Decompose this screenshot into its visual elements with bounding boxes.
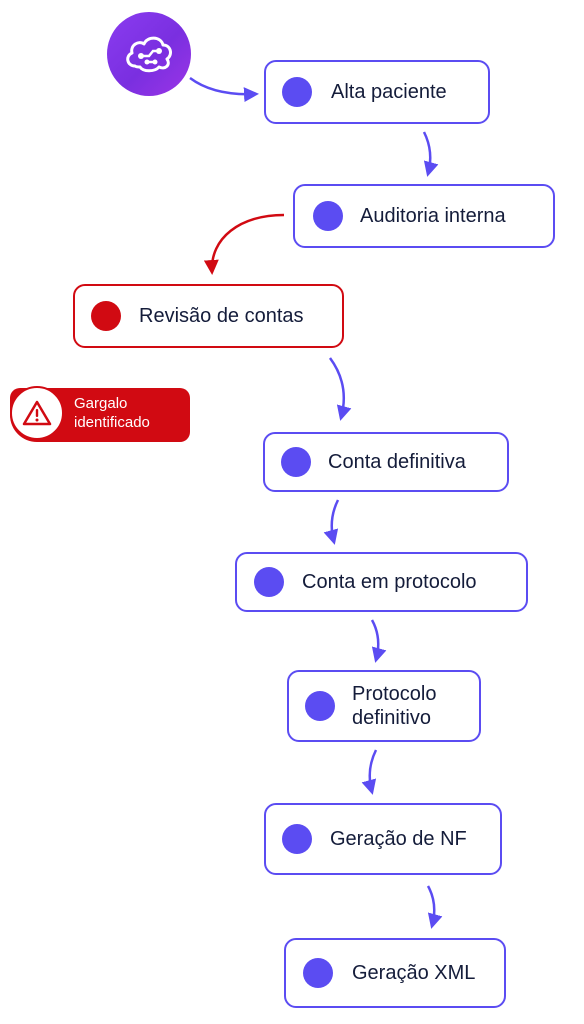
arrow-auditoria-to-revisao — [203, 213, 285, 275]
step-geracao-xml: Geração XML — [284, 938, 506, 1008]
step-marker — [282, 77, 312, 107]
arrow-conta-definitiva-to-protocolo — [323, 499, 340, 545]
arrow-alta-to-auditoria — [422, 131, 439, 177]
step-label: Auditoria interna — [360, 205, 506, 227]
step-protocolo-definitivo: Protocolo definitivo — [287, 670, 481, 742]
step-label: Geração de NF — [330, 828, 467, 850]
bottleneck-text: Gargalo identificado — [74, 394, 150, 432]
bottleneck-text-line1: Gargalo — [74, 395, 128, 412]
arrow-revisao-to-conta-definitiva — [328, 357, 352, 421]
step-label: Conta definitiva — [328, 451, 466, 473]
step-marker — [254, 567, 284, 597]
step-marker — [313, 201, 343, 231]
arrow-nf-to-xml — [426, 885, 443, 929]
step-marker — [303, 958, 333, 988]
brain-circuit-icon — [126, 36, 172, 73]
step-auditoria-interna: Auditoria interna — [293, 184, 555, 248]
bottleneck-text-line2: identificado — [74, 414, 150, 431]
step-label: Protocolo definitivo — [352, 683, 437, 729]
step-label: Conta em protocolo — [302, 571, 477, 593]
step-conta-em-protocolo: Conta em protocolo — [235, 552, 528, 612]
warning-icon — [22, 400, 52, 426]
step-conta-definitiva: Conta definitiva — [263, 432, 509, 492]
step-marker — [281, 447, 311, 477]
step-label: Alta paciente — [331, 81, 447, 103]
step-label: Geração XML — [352, 962, 476, 984]
step-alta-paciente: Alta paciente — [264, 60, 490, 124]
step-geracao-de-nf: Geração de NF — [264, 803, 502, 875]
arrow-protocolo-definitivo-to-nf — [361, 749, 378, 795]
arrow-protocolo-to-protocolo-definitivo — [370, 619, 387, 663]
arrow-logo-to-alta — [189, 76, 259, 103]
bottleneck-badge: Gargalo identificado — [10, 386, 190, 442]
step-marker — [282, 824, 312, 854]
logo-badge — [107, 12, 191, 96]
step-label: Revisão de contas — [139, 305, 304, 327]
step-revisao-de-contas: Revisão de contas — [73, 284, 344, 348]
warning-icon-circle — [10, 386, 64, 440]
step-marker-alert — [91, 301, 121, 331]
step-marker — [305, 691, 335, 721]
